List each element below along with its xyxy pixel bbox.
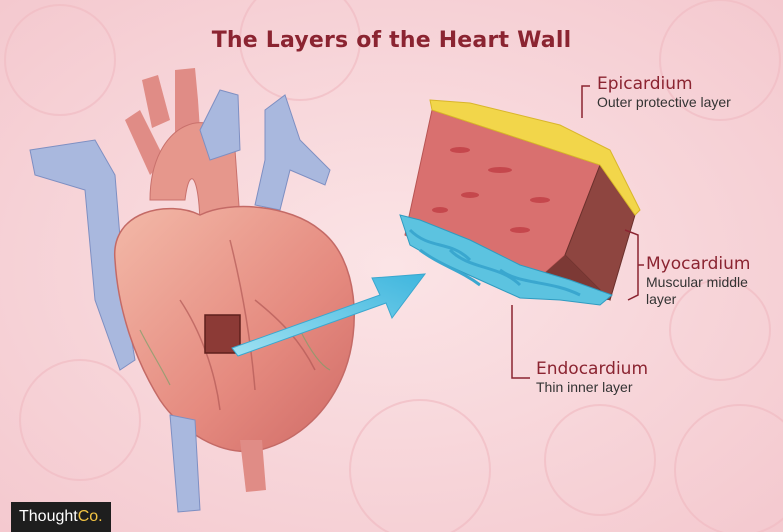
thoughtco-logo[interactable]: ThoughtCo. bbox=[11, 502, 111, 532]
endocardium-desc: Thin inner layer bbox=[536, 379, 648, 396]
epicardium-name: Epicardium bbox=[597, 74, 731, 94]
page-title: The Layers of the Heart Wall bbox=[0, 28, 783, 53]
logo-main: Thought bbox=[19, 508, 78, 525]
endocardium-name: Endocardium bbox=[536, 359, 648, 379]
epicardium-desc: Outer protective layer bbox=[597, 94, 731, 111]
epicardium-label: Epicardium Outer protective layer bbox=[597, 74, 731, 111]
myocardium-name: Myocardium bbox=[646, 254, 771, 274]
logo-suffix: Co. bbox=[78, 508, 103, 525]
endocardium-label: Endocardium Thin inner layer bbox=[536, 359, 648, 396]
myocardium-label: Myocardium Muscular middle layer bbox=[646, 254, 771, 308]
myocardium-desc: Muscular middle layer bbox=[646, 274, 771, 308]
